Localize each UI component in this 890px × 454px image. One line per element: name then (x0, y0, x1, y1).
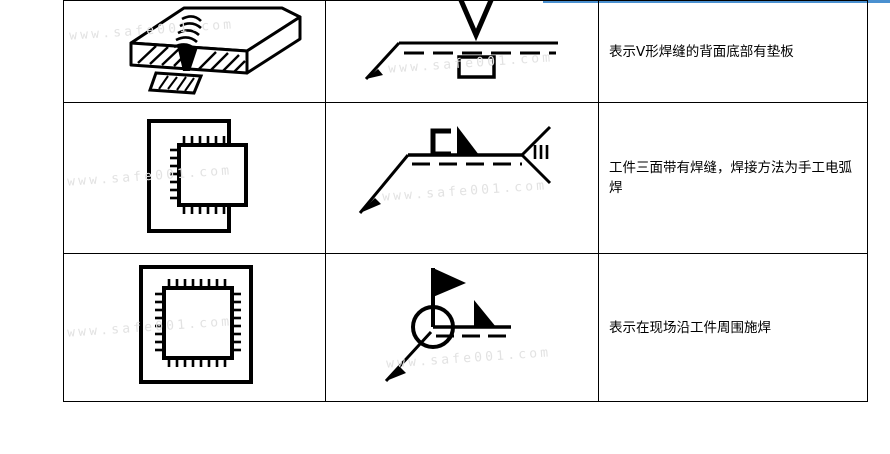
three-side-weld-symbol-with-process-111 (358, 125, 552, 214)
description-text: 工件三面带有焊缝，焊接方法为手工电弧焊 (609, 160, 852, 196)
v-groove-symbol-with-backing-bar (364, 1, 558, 81)
cell-illustration: www.safe001.com (63, 0, 326, 103)
welding-symbol-table: www.safe001.com (63, 0, 868, 402)
cell-illustration: www.safe001.com (63, 253, 326, 402)
table-row: www.safe001.com (63, 0, 868, 103)
weld-all-around-square-frame (139, 265, 253, 384)
cell-illustration: www.safe001.com (63, 102, 326, 254)
table-row: www.safe001.com (63, 253, 868, 402)
cell-description: 表示V形焊缝的背面底部有垫板 (598, 0, 868, 103)
cell-symbol: www.safe001.com (325, 0, 599, 103)
cell-description: 工件三面带有焊缝，焊接方法为手工电弧焊 (598, 102, 868, 254)
three-side-fillet-weld-plates (147, 119, 248, 233)
description-text: 表示在现场沿工件周围施焊 (609, 319, 771, 336)
description-text: 表示V形焊缝的背面底部有垫板 (609, 43, 794, 60)
cell-symbol: www.safe001.com (325, 102, 599, 254)
cell-symbol: www.safe001.com (325, 253, 599, 402)
v-groove-weld-with-backing-plate-isometric (129, 6, 302, 95)
field-weld-all-around-fillet-symbol (384, 268, 511, 383)
cell-description: 表示在现场沿工件周围施焊 (598, 253, 868, 402)
table-row: www.safe001.com (63, 102, 868, 254)
